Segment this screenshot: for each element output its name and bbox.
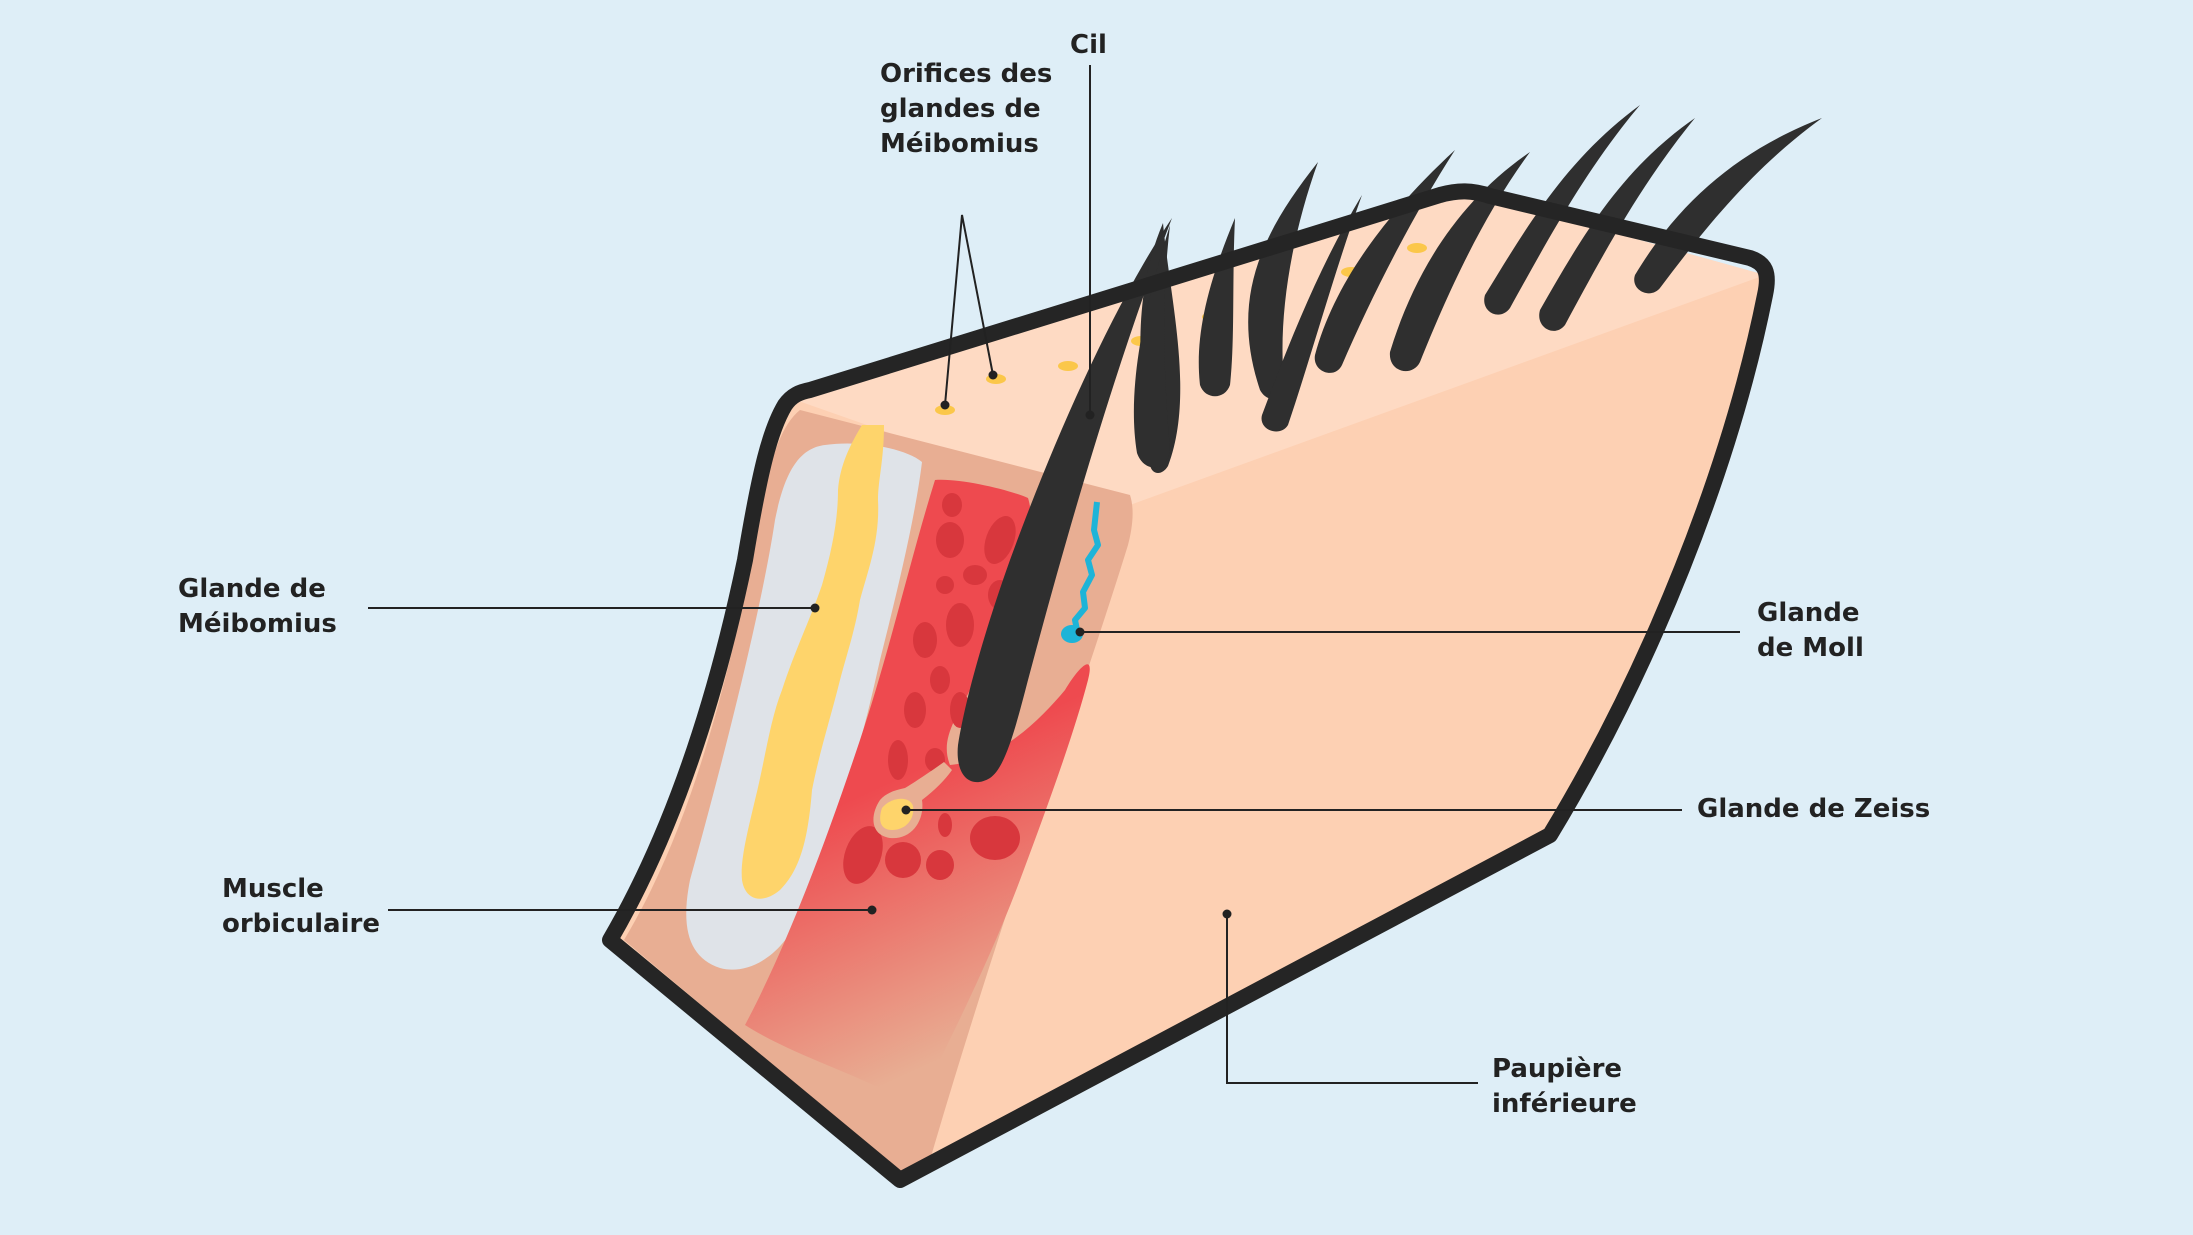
label-cil: Cil — [1070, 30, 1107, 60]
eyelash-in-section — [957, 218, 1172, 783]
leader-orifices — [944, 214, 994, 406]
label-moll: Glande de Moll — [1757, 598, 1864, 663]
muscle-fibers — [843, 493, 1020, 884]
label-muscle: Muscle orbiculaire — [222, 874, 380, 939]
label-orifices: Orifices des glandes de Méibomius — [880, 59, 1053, 159]
leader-paupiere — [1226, 914, 1478, 1084]
leader-dots — [810, 370, 1232, 919]
label-meibomius: Glande de Méibomius — [178, 574, 337, 639]
eyelid-outline — [602, 183, 1775, 1188]
label-paupiere: Paupière inférieure — [1492, 1054, 1637, 1119]
leader-lines — [368, 65, 1740, 1084]
meibomian-gland — [741, 425, 884, 899]
label-zeiss: Glande de Zeiss — [1697, 794, 1931, 824]
moll-gland — [1072, 501, 1101, 636]
